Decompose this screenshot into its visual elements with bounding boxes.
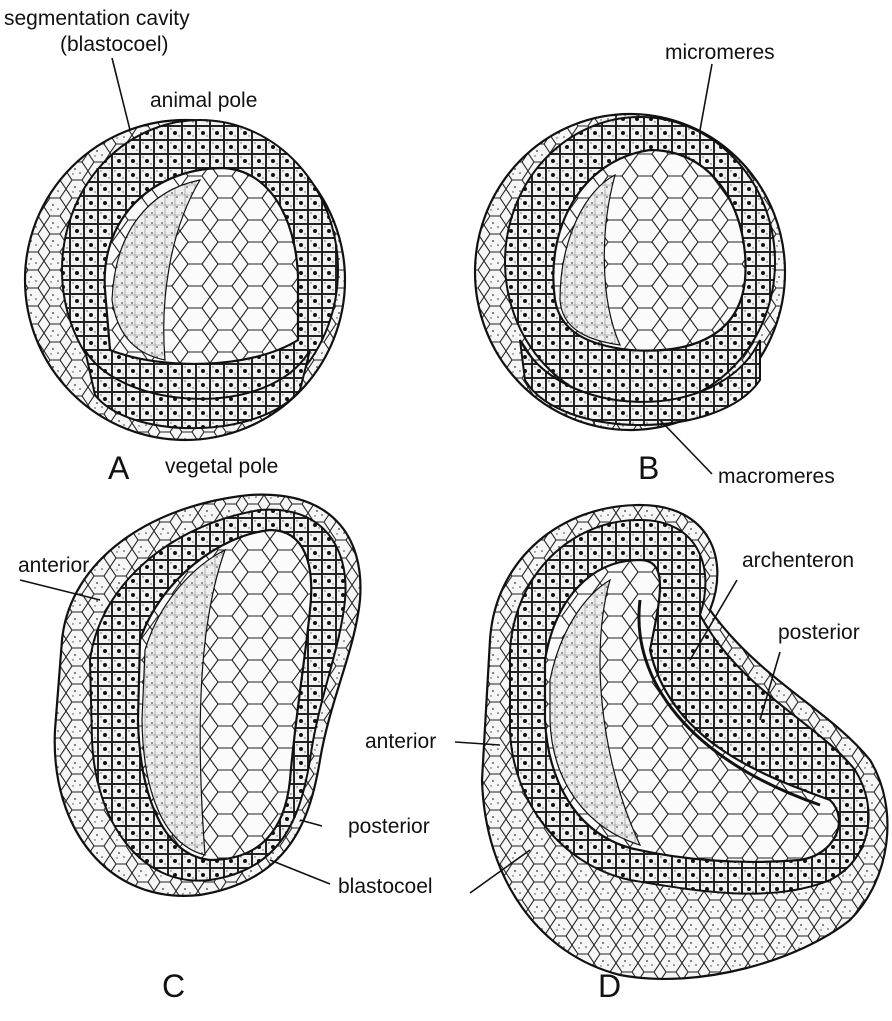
vegetal-pole-label: vegetal pole (165, 456, 278, 478)
embryo-c (55, 495, 361, 896)
panel-letter-b: B (638, 452, 659, 484)
blastocoel-paren-label: (blastocoel) (60, 34, 169, 56)
anterior-label-c: anterior (18, 555, 89, 577)
macromeres-label: macromeres (718, 466, 835, 488)
embryo-d (482, 505, 887, 979)
blastocoel-label: blastocoel (338, 876, 433, 898)
segmentation-cavity-label: segmentation cavity (4, 8, 190, 30)
animal-pole-label: animal pole (150, 90, 257, 112)
archenteron-label: archenteron (742, 550, 854, 572)
panel-letter-c: C (162, 970, 185, 1002)
posterior-label-c: posterior (348, 816, 430, 838)
anterior-label-d: anterior (365, 731, 436, 753)
panel-letter-a: A (108, 452, 129, 484)
embryo-b (475, 114, 785, 430)
embryo-a (25, 120, 345, 440)
posterior-label-d: posterior (778, 622, 860, 644)
panel-letter-d: D (598, 970, 621, 1002)
micromeres-label: micromeres (665, 42, 775, 64)
